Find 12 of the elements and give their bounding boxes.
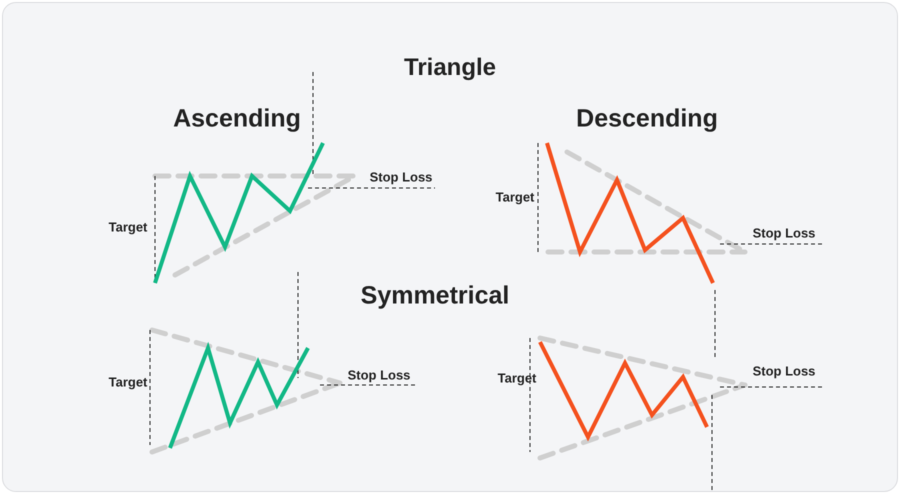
section-heading: Ascending [173,104,301,134]
section-heading: Symmetrical [360,282,510,310]
chart-label: Stop Loss [752,226,816,240]
chart-label: Target [108,374,148,390]
chart-label: Stop Loss [752,364,816,378]
chart-label: Target [498,370,536,386]
chart-label: Stop Loss [348,368,410,382]
chart-label: Target [496,190,534,204]
chart-label: Stop Loss [370,170,432,184]
section-heading: Descending [576,104,718,134]
chart-label: Target [108,220,148,234]
title: Triangle [404,54,496,82]
